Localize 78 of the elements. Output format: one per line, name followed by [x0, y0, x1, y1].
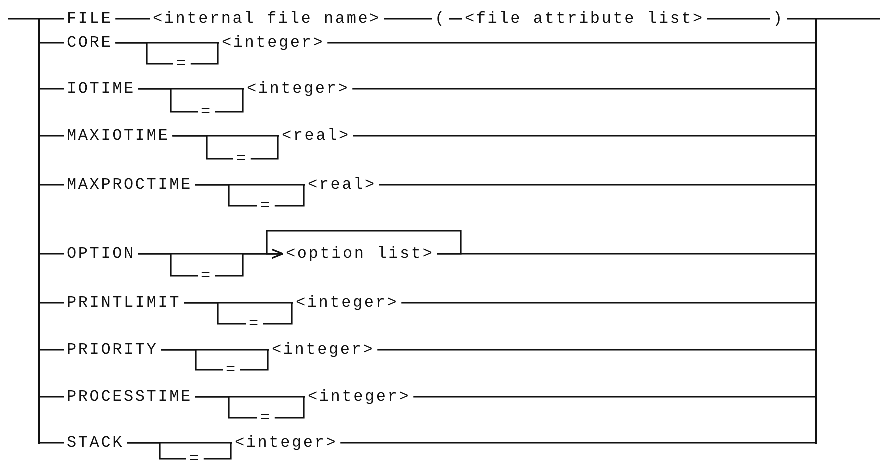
track-line [787, 18, 815, 20]
track-line [161, 349, 223, 371]
parenthesis: ( [432, 10, 450, 28]
track-line [8, 18, 38, 20]
track-line [40, 88, 64, 90]
equals-sign: = [186, 450, 204, 467]
track-line [240, 349, 270, 371]
track-line [263, 302, 294, 325]
parenthesis: ) [770, 10, 788, 28]
keyword: STACK [64, 434, 128, 452]
syntax-parameter: <integer> [269, 341, 378, 359]
repeat-arrow [266, 230, 462, 260]
syntax-parameter: <integer> [244, 80, 353, 98]
equals-sign: = [174, 55, 191, 73]
track-line [437, 253, 815, 255]
rail-line [38, 18, 40, 444]
track-line [204, 442, 232, 460]
syntax-parameter: <integer> [293, 294, 402, 312]
track-line [414, 396, 815, 398]
syntax-parameter: <integer> [232, 434, 341, 452]
syntax-parameter: <integer> [305, 388, 414, 406]
track-line [40, 253, 64, 255]
equals-sign: = [198, 267, 216, 285]
track-line [40, 396, 64, 398]
keyword: OPTION [64, 245, 138, 263]
track-line [274, 396, 306, 419]
track-line [40, 349, 64, 351]
track-line [195, 184, 258, 207]
track-line [40, 18, 64, 20]
track-line [250, 135, 280, 160]
track-line [116, 42, 174, 65]
track-line [328, 42, 815, 44]
track-line [215, 88, 244, 113]
track-line [379, 184, 815, 186]
keyword: PRINTLIMIT [64, 294, 184, 312]
track-line [449, 18, 462, 20]
track-line [138, 253, 198, 277]
track-line [707, 18, 770, 20]
keyword: FILE [64, 10, 116, 28]
keyword: PRIORITY [64, 341, 162, 359]
track-line [352, 88, 815, 90]
track-line [40, 184, 64, 186]
syntax-parameter: <file attribute list> [462, 10, 708, 28]
track-line [340, 442, 815, 444]
track-line [116, 18, 150, 20]
track-line [172, 135, 234, 160]
track-line [40, 302, 64, 304]
track-line [378, 349, 815, 351]
equals-sign: = [258, 197, 275, 215]
track-line [190, 42, 220, 65]
track-line [127, 442, 186, 460]
syntax-parameter: <option list> [283, 245, 438, 263]
keyword: MAXPROCTIME [64, 176, 196, 194]
track-line [195, 396, 258, 419]
track-line [40, 442, 64, 444]
track-line [274, 184, 306, 207]
equals-sign: = [258, 409, 275, 427]
rail-line [815, 18, 817, 444]
track-line [40, 135, 64, 137]
equals-sign: = [246, 315, 264, 333]
track-line [184, 302, 246, 325]
equals-sign: = [198, 103, 216, 121]
track-line [384, 18, 432, 20]
track-line [138, 88, 198, 113]
track-line [817, 18, 880, 20]
equals-sign: = [223, 361, 240, 379]
keyword: IOTIME [64, 80, 138, 98]
equals-sign: = [234, 150, 251, 168]
keyword: CORE [64, 34, 116, 52]
syntax-parameter: <internal file name> [150, 10, 384, 28]
track-line [353, 135, 815, 137]
syntax-parameter: <integer> [219, 34, 328, 52]
track-line [40, 42, 64, 44]
keyword: PROCESSTIME [64, 388, 196, 406]
keyword: MAXIOTIME [64, 127, 173, 145]
track-line [402, 302, 815, 304]
syntax-parameter: <real> [279, 127, 354, 145]
syntax-parameter: <real> [305, 176, 380, 194]
